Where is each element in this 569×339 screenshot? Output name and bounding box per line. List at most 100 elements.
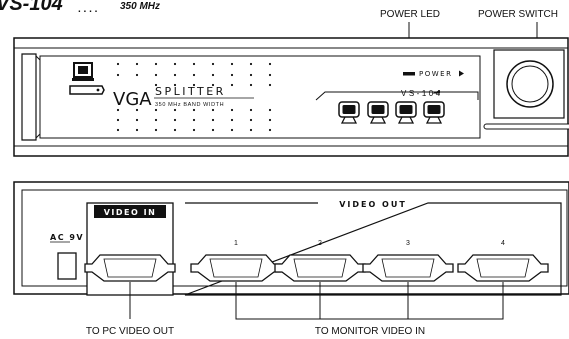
- vent-dot: [230, 128, 234, 132]
- front-slot: [483, 123, 569, 130]
- power-led: [403, 72, 415, 76]
- vent-dot: [173, 73, 177, 77]
- vent-dot: [154, 73, 158, 77]
- vent-dot: [230, 62, 234, 66]
- front-panel-outline: [13, 37, 569, 157]
- front-left-rail-bevel: [35, 55, 41, 61]
- ac-9v-label: AC 9V: [50, 233, 84, 242]
- brand-vga: VGA: [113, 89, 152, 110]
- vent-dot: [135, 128, 139, 132]
- video-out-leader: [235, 282, 504, 320]
- vent-dot: [173, 118, 177, 122]
- vent-dot: [211, 83, 215, 87]
- video-out-label: VIDEO OUT: [339, 200, 407, 209]
- vent-dot: [192, 118, 196, 122]
- vent-dot: [211, 128, 215, 132]
- vent-dot: [211, 108, 215, 112]
- vent-dot: [211, 73, 215, 77]
- port-indicator-4-icon: [423, 101, 445, 124]
- vent-dot: [173, 83, 177, 87]
- vent-dot: [268, 118, 272, 122]
- video-out-connector-2[interactable]: [274, 254, 366, 282]
- front-left-rail-bevel-2: [35, 133, 41, 139]
- power-arrow-icon: [459, 70, 464, 77]
- bandwidth-heading: 350 MHz: [120, 1, 160, 12]
- rear-panel-inner: [21, 189, 568, 287]
- vent-dot: [230, 83, 234, 87]
- port-number-3: 3: [406, 240, 410, 247]
- vent-dot: [268, 62, 272, 66]
- vent-dot: [192, 128, 196, 132]
- power-switch-knob[interactable]: [506, 60, 554, 108]
- vent-dot: [249, 108, 253, 112]
- vent-dot: [154, 108, 158, 112]
- power-switch-inner: [511, 65, 549, 103]
- video-out-connector-3[interactable]: [362, 254, 454, 282]
- front-bezel: [39, 55, 481, 139]
- vent-dot: [230, 73, 234, 77]
- vent-dot: [135, 73, 139, 77]
- power-jack[interactable]: [57, 252, 77, 280]
- port-indicator-1-icon: [338, 101, 360, 124]
- vent-dot: [116, 118, 120, 122]
- video-in-connector[interactable]: [84, 254, 176, 282]
- vent-dot: [173, 62, 177, 66]
- vent-dot: [192, 62, 196, 66]
- power-led-callout: POWER LED: [380, 9, 440, 20]
- vent-dot: [268, 73, 272, 77]
- port-number-4: 4: [501, 240, 505, 247]
- vent-dot: [249, 128, 253, 132]
- vent-dot: [116, 128, 120, 132]
- vent-dot: [249, 118, 253, 122]
- video-out-connector-4[interactable]: [457, 254, 549, 282]
- video-out-connector-1[interactable]: [190, 254, 282, 282]
- vent-dot: [116, 108, 120, 112]
- power-switch-callout: POWER SWITCH: [478, 9, 558, 20]
- vent-dot: [249, 83, 253, 87]
- vent-dot: [230, 118, 234, 122]
- power-label: POWER: [419, 70, 452, 78]
- vent-dot: [192, 83, 196, 87]
- vent-dot: [173, 108, 177, 112]
- model-heading-dots: . . . .: [78, 4, 98, 15]
- port-indicator-3-icon: [395, 101, 417, 124]
- vent-dot: [192, 108, 196, 112]
- port-indicators: [338, 101, 445, 124]
- vent-dot: [211, 118, 215, 122]
- brand-bandwidth: 350 MHz BAND WIDTH: [155, 102, 224, 108]
- rear-panel: AC 9V VIDEO IN VIDEO OUT 1 2 3 4: [13, 181, 569, 296]
- vent-dot: [135, 118, 139, 122]
- vent-dot: [268, 108, 272, 112]
- vent-dot: [192, 73, 196, 77]
- vent-dot: [135, 108, 139, 112]
- port-number-1: 1: [234, 240, 238, 247]
- brand-splitter: SPLITTER: [155, 85, 226, 98]
- vent-dot: [116, 73, 120, 77]
- model-label: VS-104: [401, 89, 443, 98]
- vent-dot: [249, 62, 253, 66]
- vent-dot: [135, 62, 139, 66]
- front-left-rail: [21, 53, 37, 141]
- vent-dot: [211, 62, 215, 66]
- to-pc-video-out-label: TO PC VIDEO OUT: [86, 326, 174, 337]
- vent-dot: [230, 108, 234, 112]
- port-indicator-2-icon: [367, 101, 389, 124]
- vga-connectors: [84, 254, 549, 282]
- front-panel: VGA SPLITTER 350 MHz BAND WIDTH POWER VS…: [13, 37, 569, 157]
- vent-dot: [154, 128, 158, 132]
- monitor-logo-icon: [69, 62, 105, 95]
- to-monitor-video-in-label: TO MONITOR VIDEO IN: [315, 326, 425, 337]
- power-switch-housing: [493, 49, 565, 119]
- video-in-badge: [94, 205, 166, 218]
- vent-dot: [268, 83, 272, 87]
- vent-dots: [116, 62, 272, 132]
- vent-dot: [173, 128, 177, 132]
- port-shelf: [315, 91, 479, 101]
- port-number-2: 2: [318, 240, 322, 247]
- vent-dot: [154, 83, 158, 87]
- vent-dot: [249, 73, 253, 77]
- vent-dot: [116, 62, 120, 66]
- vent-dot: [154, 118, 158, 122]
- model-heading: VS-104: [0, 0, 63, 15]
